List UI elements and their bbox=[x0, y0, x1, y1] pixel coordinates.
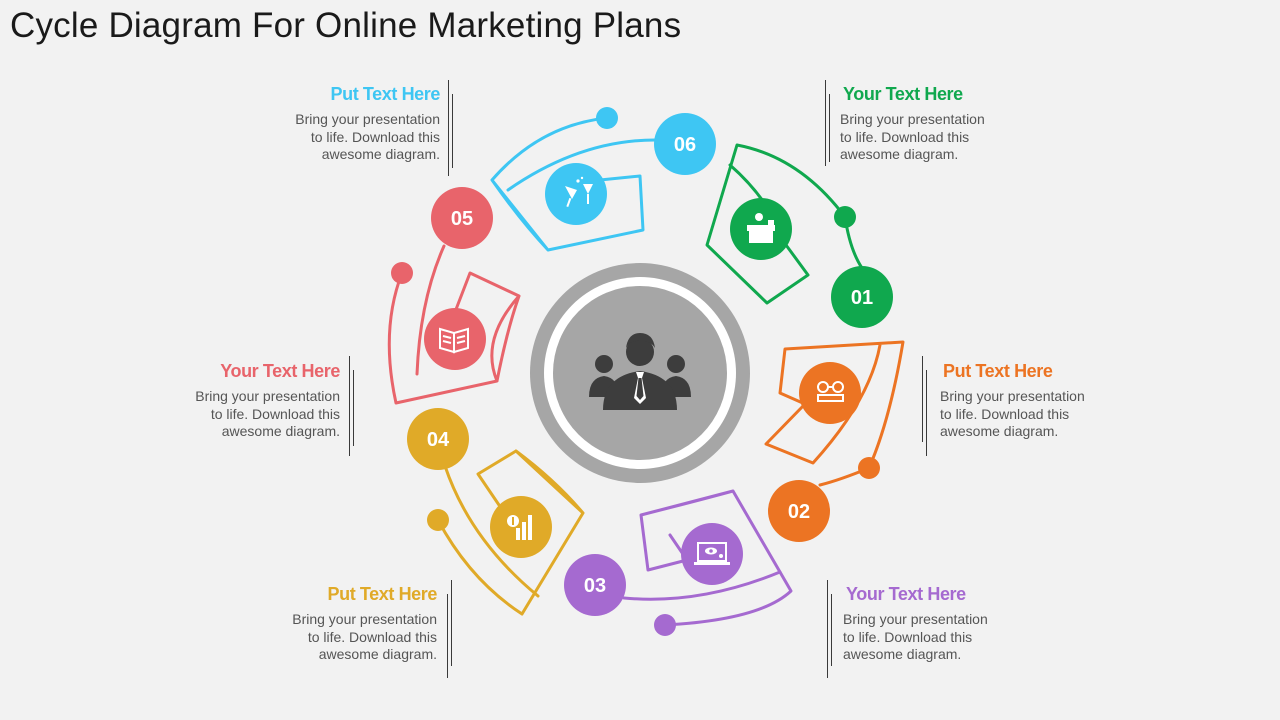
svg-text:02: 02 bbox=[788, 501, 810, 523]
divider-segment-5 bbox=[349, 356, 350, 456]
segment-3-endpoint-dot bbox=[654, 614, 676, 636]
business-team-icon bbox=[589, 333, 691, 410]
svg-text:06: 06 bbox=[674, 134, 696, 156]
divider-segment-6 bbox=[448, 80, 449, 176]
step-01-badge: 01 bbox=[831, 266, 893, 328]
text-block-body: Bring your presentation to life. Downloa… bbox=[195, 388, 340, 439]
text-block-03: Your Text Here Bring your presentation t… bbox=[843, 584, 1043, 664]
text-block-heading: Put Text Here bbox=[327, 584, 438, 604]
segment-2-icon-circle bbox=[799, 362, 861, 424]
segment-2-endpoint-dot bbox=[858, 457, 880, 479]
laptop-eye-icon bbox=[694, 542, 730, 565]
text-block-body: Bring your presentation to life. Downloa… bbox=[843, 611, 988, 662]
segment-5-icon-circle bbox=[424, 308, 486, 370]
divider-segment-2b bbox=[926, 370, 927, 456]
glasses-book-icon bbox=[817, 381, 844, 402]
page-title: Cycle Diagram For Online Marketing Plans bbox=[10, 6, 682, 45]
text-block-05: Your Text Here Bring your presentation t… bbox=[140, 361, 340, 441]
text-block-02: Put Text Here Bring your presentation to… bbox=[940, 361, 1140, 441]
segment-4-icon-circle bbox=[490, 496, 552, 558]
svg-text:03: 03 bbox=[584, 575, 606, 597]
segment-3-icon-circle bbox=[681, 523, 743, 585]
segment-6-icon-circle bbox=[545, 163, 607, 225]
center-hub bbox=[530, 263, 750, 483]
text-block-heading: Put Text Here bbox=[943, 361, 1053, 381]
divider-segment-1b bbox=[829, 94, 830, 162]
segment-1-icon-circle bbox=[730, 198, 792, 260]
text-block-heading: Your Text Here bbox=[846, 584, 966, 604]
text-block-body: Bring your presentation to life. Downloa… bbox=[295, 111, 440, 162]
open-book-icon bbox=[439, 327, 469, 354]
divider-segment-5b bbox=[353, 370, 354, 446]
svg-text:04: 04 bbox=[427, 429, 450, 451]
divider-segment-6b bbox=[452, 94, 453, 168]
segment-6-frame bbox=[490, 116, 657, 252]
segment-5-frame bbox=[387, 244, 521, 405]
step-04-badge: 04 bbox=[407, 408, 469, 470]
segment-4-endpoint-dot bbox=[427, 509, 449, 531]
text-block-body: Bring your presentation to life. Downloa… bbox=[292, 611, 437, 662]
divider-segment-2 bbox=[922, 356, 923, 442]
text-block-06: Put Text Here Bring your presentation to… bbox=[240, 84, 440, 164]
desk-presenter-icon bbox=[747, 213, 775, 243]
segment-5-endpoint-dot bbox=[391, 262, 413, 284]
step-03-badge: 03 bbox=[564, 554, 626, 616]
text-block-body: Bring your presentation to life. Downloa… bbox=[940, 388, 1085, 439]
text-block-heading: Put Text Here bbox=[330, 84, 441, 104]
svg-text:01: 01 bbox=[851, 287, 873, 309]
text-block-04: Put Text Here Bring your presentation to… bbox=[237, 584, 437, 664]
step-05-badge: 05 bbox=[431, 187, 493, 249]
svg-text:05: 05 bbox=[451, 208, 473, 230]
growth-chart-icon bbox=[507, 515, 532, 540]
step-02-badge: 02 bbox=[768, 480, 830, 542]
segment-3-frame bbox=[622, 489, 793, 627]
segment-6-endpoint-dot bbox=[596, 107, 618, 129]
segment-4-frame bbox=[436, 449, 585, 616]
divider-segment-4b bbox=[451, 580, 452, 666]
segment-1-endpoint-dot bbox=[834, 206, 856, 228]
divider-segment-1 bbox=[825, 80, 826, 166]
wine-glasses-icon bbox=[565, 176, 593, 208]
divider-segment-4 bbox=[447, 594, 448, 678]
text-block-01: Your Text Here Bring your presentation t… bbox=[840, 84, 1040, 164]
divider-segment-3b bbox=[831, 594, 832, 666]
step-06-badge: 06 bbox=[654, 113, 716, 175]
divider-segment-3 bbox=[827, 580, 828, 678]
text-block-heading: Your Text Here bbox=[220, 361, 340, 381]
text-block-body: Bring your presentation to life. Downloa… bbox=[840, 111, 985, 162]
text-block-heading: Your Text Here bbox=[843, 84, 963, 104]
